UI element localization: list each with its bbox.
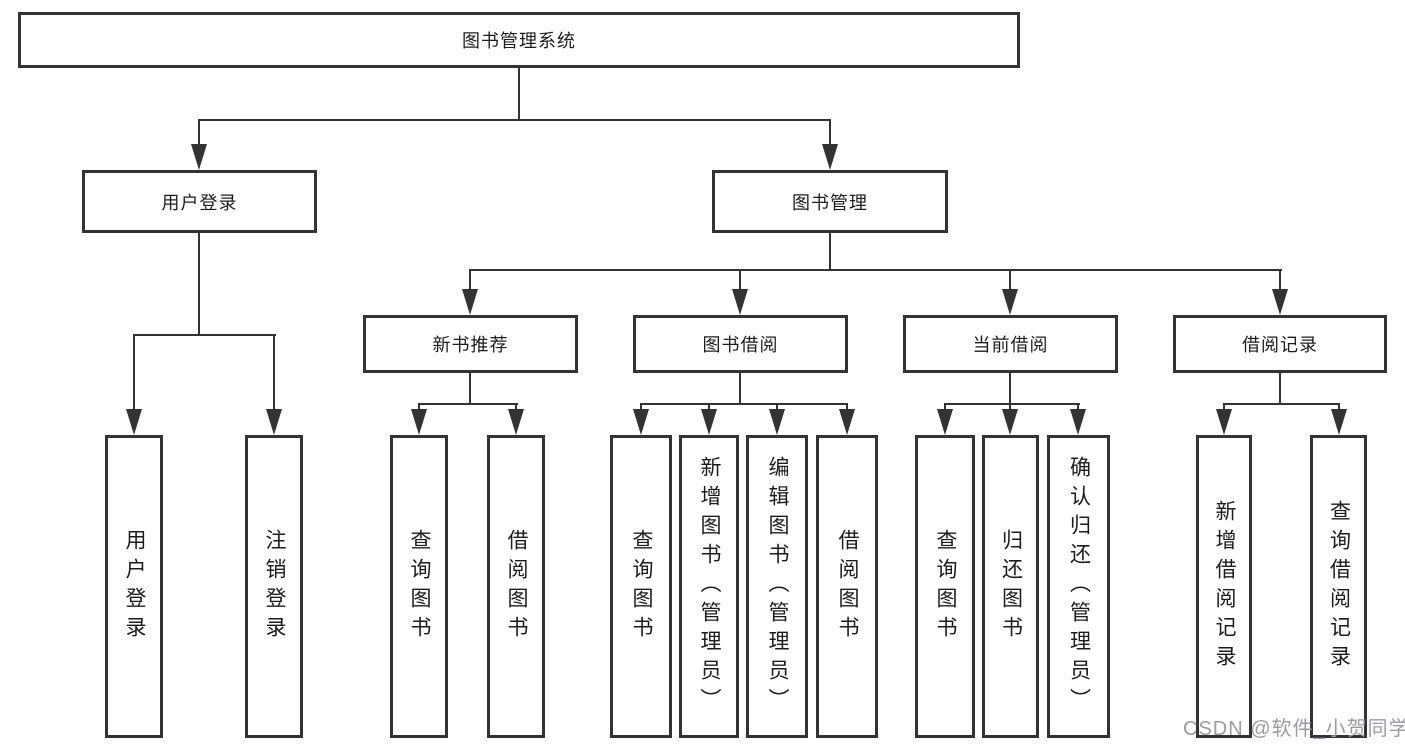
arrow-down-icon [822,144,838,170]
connector-stub [776,403,778,413]
connector-stub [739,269,741,291]
connector-stub [469,269,471,291]
leaf-query-books: 查询图书 [390,435,448,738]
connector-root-vertical [518,67,520,121]
connector-horizontal [1223,403,1340,405]
leaf-add-borrow-record: 新增借阅记录 [1196,435,1252,738]
node-book-borrowing: 图书借阅 [633,315,848,373]
leaf-label: 编辑图书（管理员） [766,456,789,717]
connector-stub [1009,403,1011,413]
connector-stub [1279,269,1281,291]
connector-level3-horizontal [469,269,1282,271]
connector-stub [418,403,420,413]
arrow-down-icon [1002,289,1018,315]
node-label: 借阅记录 [1242,335,1318,355]
leaf-label: 查询图书 [408,528,431,645]
node-new-book-recommend: 新书推荐 [363,315,578,373]
arrow-down-icon [1070,409,1086,435]
leaf-label: 借阅图书 [836,528,859,645]
connector-stub [846,403,848,413]
csdn-watermark: CSDN @软件_小贺同学 [1183,718,1405,740]
leaf-borrow-books: 借阅图书 [487,435,545,738]
connector-stub [515,403,517,413]
node-label: 新书推荐 [432,335,509,355]
arrow-down-icon [1331,409,1347,435]
leaf-logout: 注销登录 [245,435,303,738]
leaf-label: 新增图书（管理员） [698,456,721,717]
arrow-down-icon [1272,289,1288,315]
leaf-confirm-return-admin: 确认归还（管理员） [1047,435,1110,738]
leaf-label: 用户登录 [123,528,146,645]
connector-vertical [829,231,831,271]
arrow-down-icon [937,409,953,435]
connector-horizontal [418,403,518,405]
connector-stub [944,403,946,413]
arrow-down-icon [411,409,427,435]
leaf-label: 注销登录 [263,528,286,645]
connector-vertical [469,371,471,405]
node-book-management: 图书管理 [712,170,948,233]
connector-stub [708,403,710,413]
leaf-label: 新增借阅记录 [1213,499,1236,674]
connector-stub [1009,269,1011,291]
connector-horizontal [133,334,276,336]
arrow-down-icon [126,409,142,435]
connector-vertical [198,231,200,336]
leaf-borrow-books: 借阅图书 [816,435,878,738]
node-user-login: 用户登录 [82,170,317,233]
connector-horizontal [640,403,848,405]
leaf-label: 查询图书 [630,528,653,645]
arrow-down-icon [266,409,282,435]
connector-stub [829,119,831,147]
connector-stub [640,403,642,413]
node-label: 用户登录 [161,192,238,213]
node-current-borrowing: 当前借阅 [903,315,1118,373]
leaf-add-books-admin: 新增图书（管理员） [679,435,739,738]
leaf-query-books: 查询图书 [915,435,975,738]
connector-vertical [1279,371,1281,405]
arrow-down-icon [1216,409,1232,435]
leaf-return-books: 归还图书 [982,435,1039,738]
connector-stub [133,334,135,411]
connector-vertical [739,371,741,405]
leaf-label: 查询借阅记录 [1327,499,1351,674]
connector-vertical [1009,371,1011,405]
connector-stub [1223,403,1225,413]
arrow-down-icon [839,409,855,435]
connector-stub [1338,403,1340,413]
connector-stub [1077,403,1079,413]
arrow-down-icon [732,289,748,315]
connector-level2-horizontal [198,119,831,121]
connector-horizontal [944,403,1080,405]
leaf-query-borrow-record: 查询借阅记录 [1310,435,1367,738]
connector-stub [273,334,275,411]
leaf-label: 归还图书 [999,528,1023,645]
leaf-user-login: 用户登录 [105,435,163,738]
node-label: 图书管理系统 [462,31,576,51]
arrow-down-icon [633,409,649,435]
arrow-down-icon [191,144,207,170]
node-label: 当前借阅 [972,335,1049,355]
arrow-down-icon [701,409,717,435]
leaf-edit-books-admin: 编辑图书（管理员） [746,435,808,738]
arrow-down-icon [462,289,478,315]
leaf-label: 确认归还（管理员） [1067,456,1091,717]
arrow-down-icon [769,409,785,435]
arrow-down-icon [1002,409,1018,435]
leaf-query-books: 查询图书 [610,435,672,738]
connector-stub [198,119,200,147]
arrow-down-icon [508,409,524,435]
leaf-label: 借阅图书 [505,528,528,645]
node-borrowing-records: 借阅记录 [1173,315,1387,373]
node-label: 图书管理 [792,192,868,213]
node-label: 图书借阅 [702,335,779,355]
node-library-system: 图书管理系统 [18,12,1020,68]
leaf-label: 查询图书 [934,528,957,645]
